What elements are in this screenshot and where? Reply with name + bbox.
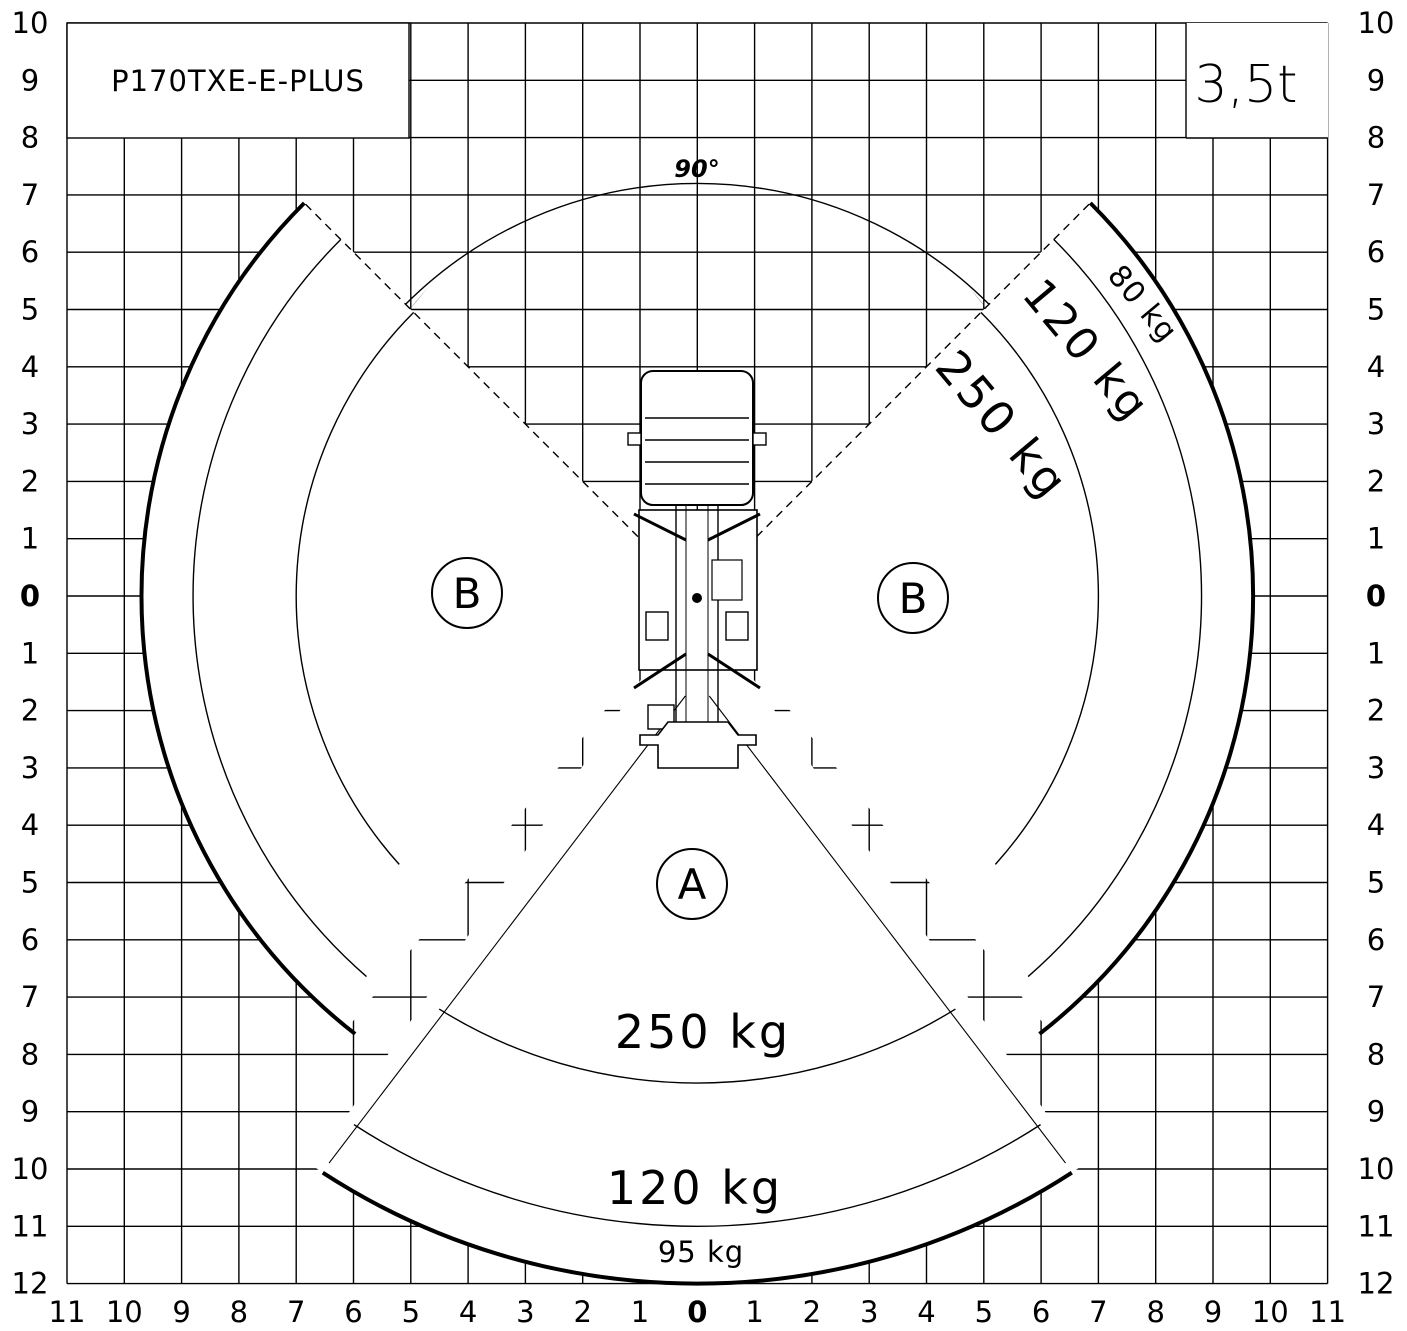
y-tick-label: 6 [21,235,39,269]
y-tick-label: 3 [1367,751,1385,785]
y-tick-label: 4 [21,808,39,842]
model-label: P170TXE-E-PLUS [111,64,365,98]
y-tick-label: 10 [1358,1152,1395,1186]
y-tick-label: 5 [21,293,39,327]
x-tick-label: 4 [459,1295,477,1329]
x-tick-label: 11 [49,1295,86,1329]
x-tick-label: 1 [745,1295,763,1329]
y-tick-label: 6 [21,923,39,957]
x-tick-label: 7 [287,1295,305,1329]
svg-text:B: B [453,569,482,618]
load-rear-outer: 95 kg [658,1235,744,1269]
y-tick-label: 7 [21,980,39,1014]
y-tick-label: 4 [1367,808,1385,842]
x-tick-label: 8 [1146,1295,1164,1329]
y-tick-label: 7 [1367,178,1385,212]
y-tick-label: 2 [1367,694,1385,728]
y-tick-label: 9 [1367,1095,1385,1129]
y-tick-label: 11 [1358,1209,1395,1243]
outer-boundary-right [1038,201,1256,1036]
y-tick-label: 2 [21,694,39,728]
x-tick-label: 3 [860,1295,878,1329]
y-tick-label: 8 [21,121,39,155]
zone-b-left: B [431,557,503,629]
y-tick-label: 2 [1367,464,1385,498]
x-tick-label: 6 [1032,1295,1050,1329]
y-tick-label: 6 [1367,923,1385,957]
zone-a: A [656,848,728,920]
x-tick-label: 5 [402,1295,420,1329]
y-tick-label: 0 [1366,579,1386,613]
y-tick-label: 9 [21,1095,39,1129]
capacity-label: 3,5t [1194,55,1297,115]
y-tick-label: 3 [1367,407,1385,441]
load-rear-middle: 120 kg [607,1161,783,1215]
y-tick-label: 3 [21,751,39,785]
x-tick-label: 8 [230,1295,248,1329]
x-tick-label: 11 [1309,1295,1346,1329]
x-tick-label: 9 [172,1295,190,1329]
y-tick-label: 1 [21,636,39,670]
y-tick-label: 1 [1367,522,1385,556]
y-tick-label: 1 [21,522,39,556]
x-tick-label: 10 [1252,1295,1289,1329]
x-tick-label: 3 [516,1295,534,1329]
y-tick-label: 5 [1367,866,1385,900]
y-tick-label: 10 [12,1152,49,1186]
y-tick-label: 1 [1367,636,1385,670]
arrow-left-icon [409,286,429,310]
x-tick-label: 1 [631,1295,649,1329]
y-tick-label: 9 [1367,63,1385,97]
y-tick-label: 5 [1367,293,1385,327]
y-tick-label: 4 [1367,350,1385,384]
x-tick-label: 5 [975,1295,993,1329]
x-tick-label: 0 [687,1295,707,1329]
svg-text:A: A [678,860,707,909]
y-tick-label: 6 [1367,235,1385,269]
outer-boundary-left [139,201,357,1036]
x-tick-label: 4 [917,1295,935,1329]
y-tick-label: 10 [1358,6,1395,40]
y-tick-label: 5 [21,866,39,900]
y-tick-label: 8 [1367,121,1385,155]
outer-boundary-rear [321,1170,1073,1286]
rotation-angle-label: 90° [674,155,719,183]
y-tick-label: 8 [1367,1037,1385,1071]
y-tick-label: 2 [21,464,39,498]
rotation-arc: 90° [405,155,990,310]
arrow-right-icon [968,286,988,310]
x-tick-label: 9 [1204,1295,1222,1329]
y-tick-label: 11 [12,1209,49,1243]
x-tick-label: 10 [106,1295,143,1329]
x-tick-label: 6 [344,1295,362,1329]
y-tick-label: 3 [21,407,39,441]
y-tick-label: 12 [12,1267,49,1301]
x-tick-label: 7 [1089,1295,1107,1329]
y-tick-label: 10 [12,6,49,40]
svg-text:B: B [899,574,928,623]
y-tick-label: 7 [21,178,39,212]
y-tick-label: 8 [21,1037,39,1071]
y-tick-label: 9 [21,63,39,97]
load-rear-inner: 250 kg [615,1005,791,1059]
x-tick-label: 2 [803,1295,821,1329]
y-tick-label: 4 [21,350,39,384]
vehicle-top-view [627,370,767,769]
y-tick-label: 12 [1358,1267,1395,1301]
working-range [139,201,1256,1286]
zone-b-right: B [877,562,949,634]
y-tick-label: 7 [1367,980,1385,1014]
x-tick-label: 2 [573,1295,591,1329]
y-tick-label: 0 [20,579,40,613]
